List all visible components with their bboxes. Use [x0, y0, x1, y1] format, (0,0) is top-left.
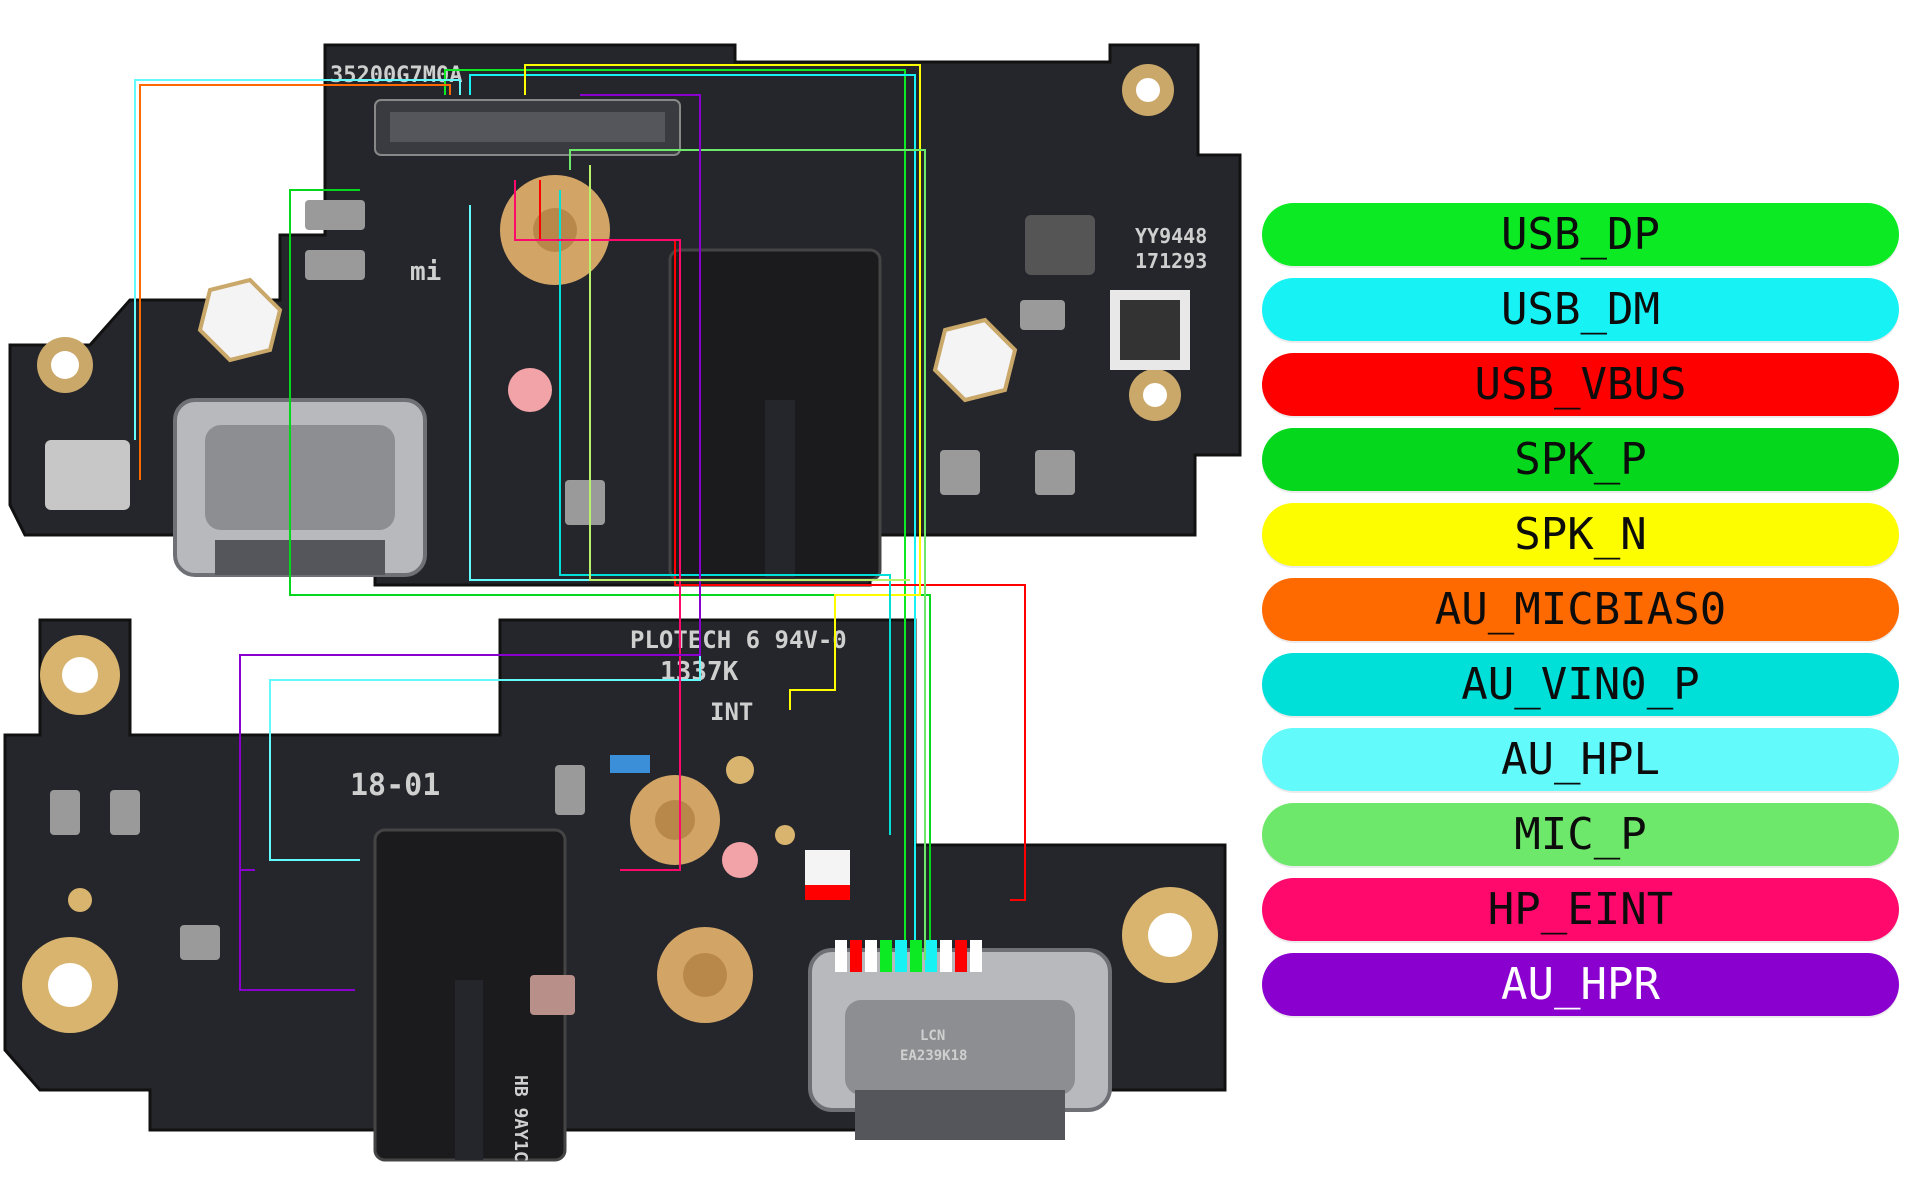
trace-vin0	[559, 190, 891, 835]
bottom-date-code: 18-01	[350, 768, 440, 803]
legend-spk-p: SPK_P	[1262, 428, 1899, 491]
trace-usb-dm	[469, 74, 916, 940]
bottom-jack-code: HB 9AY1C	[510, 1075, 531, 1162]
trace-mic-p	[569, 149, 926, 960]
bottom-usb-code2: EA239K18	[900, 1048, 967, 1064]
trace-lime	[589, 165, 910, 581]
trace-spk-n	[524, 64, 921, 710]
top-board: 35200G7M0A mi YY9448 171293	[8, 43, 1242, 587]
trace-au-hpr-2	[239, 870, 355, 991]
top-brand-logo: mi	[410, 257, 441, 287]
legend-au-vin0-p: AU_VIN0_P	[1262, 653, 1899, 716]
legend-au-hpl: AU_HPL	[1262, 728, 1899, 791]
top-hex-pad-right	[932, 317, 1018, 403]
top-code-line1: YY9448	[1135, 224, 1207, 248]
bottom-int-label: INT	[710, 698, 753, 726]
top-part-number: 35200G7M0A	[330, 63, 462, 88]
trace-micbias	[139, 84, 451, 480]
trace-hp-eint	[514, 180, 681, 871]
legend-usb-dp: USB_DP	[1262, 203, 1899, 266]
legend-spk-n: SPK_N	[1262, 503, 1899, 566]
trace-hpl	[134, 79, 461, 440]
signal-traces	[134, 64, 1026, 991]
top-hex-pad-left	[197, 277, 283, 363]
legend-hp-eint: HP_EINT	[1262, 878, 1899, 941]
trace-hpl-2	[269, 205, 701, 861]
bottom-board: PLOTECH 6 94V-0 1337K INT 18-01 HB 9AY1C…	[3, 618, 1227, 1162]
trace-spk-p	[289, 189, 931, 940]
legend-usb-vbus: USB_VBUS	[1262, 353, 1899, 416]
top-code-line2: 171293	[1135, 249, 1207, 273]
legend-au-hpr: AU_HPR	[1262, 953, 1899, 1016]
pcb-diagram: 35200G7M0A mi YY9448 171293	[3, 43, 1242, 1162]
legend-au-micbias0: AU_MICBIAS0	[1262, 578, 1899, 641]
legend-mic-p: MIC_P	[1262, 803, 1899, 866]
usb-pin-row	[835, 940, 982, 972]
bottom-usb-code1: LCN	[920, 1028, 945, 1044]
bottom-maker-line: PLOTECH 6 94V-0	[630, 626, 847, 654]
legend-usb-dm: USB_DM	[1262, 278, 1899, 341]
trace-usb-dp	[444, 69, 906, 940]
